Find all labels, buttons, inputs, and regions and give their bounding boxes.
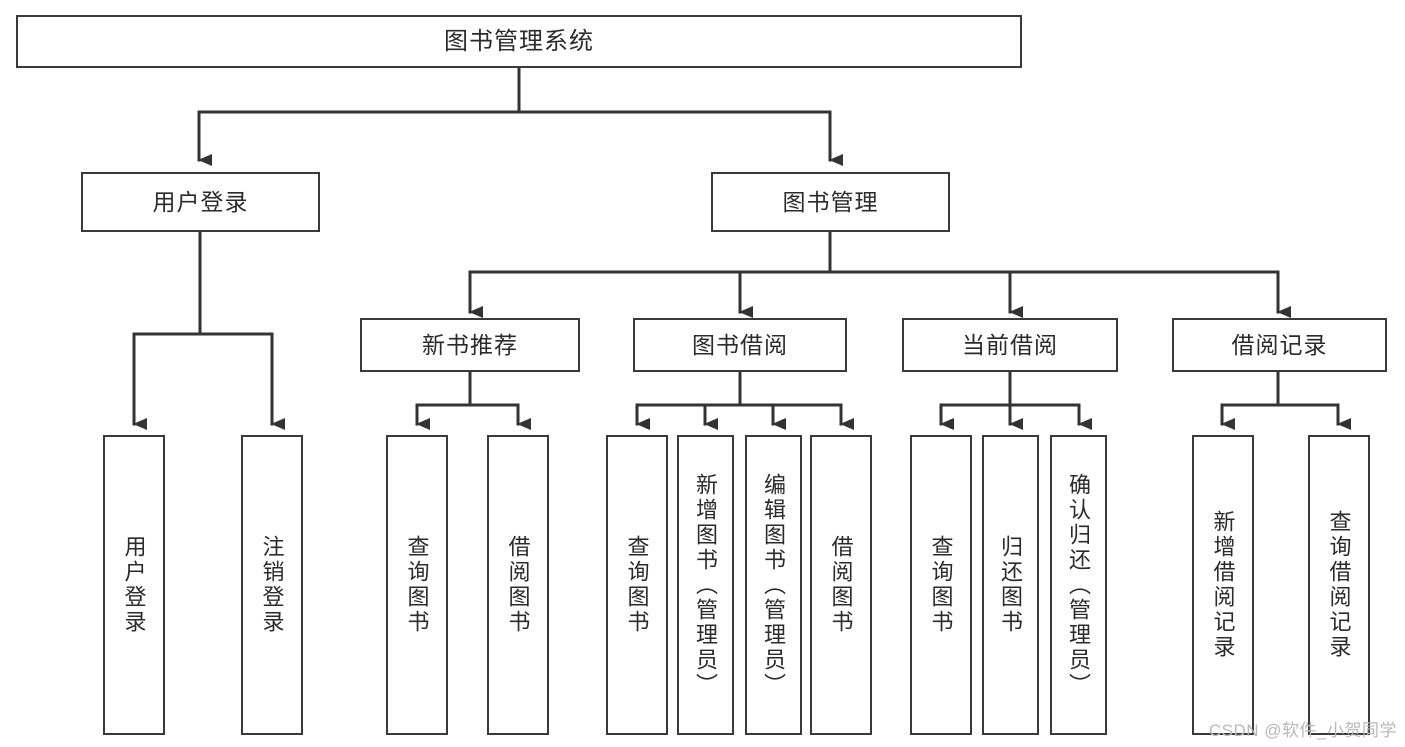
node-label: 图书借阅 (692, 331, 788, 358)
node-root-book-management-system[interactable]: 图书管理系统 (16, 15, 1022, 68)
node-label: 查询借阅记录 (1326, 510, 1352, 660)
node-label: 借阅图书 (828, 535, 854, 635)
node-label: 查询图书 (624, 535, 650, 635)
leaf-add-book-admin[interactable]: 新增图书（管理员） (677, 435, 734, 735)
node-user-login[interactable]: 用户登录 (81, 172, 320, 232)
node-label: 图书管理系统 (444, 27, 594, 55)
node-label: 当前借阅 (962, 331, 1058, 358)
node-label: 新增图书（管理员） (693, 472, 719, 698)
node-current-borrow[interactable]: 当前借阅 (902, 318, 1118, 372)
node-label: 用户登录 (152, 188, 249, 215)
leaf-return-book[interactable]: 归还图书 (982, 435, 1039, 735)
leaf-edit-book-admin[interactable]: 编辑图书（管理员） (745, 435, 802, 735)
node-label: 图书管理 (782, 188, 879, 215)
node-borrow-record[interactable]: 借阅记录 (1172, 318, 1387, 372)
leaf-query-borrow-record[interactable]: 查询借阅记录 (1308, 435, 1370, 735)
node-book-management[interactable]: 图书管理 (711, 172, 950, 232)
leaf-confirm-return-admin[interactable]: 确认归还（管理员） (1050, 435, 1107, 735)
node-book-borrow[interactable]: 图书借阅 (633, 318, 847, 372)
node-label: 归还图书 (998, 535, 1024, 635)
leaf-borrow-query-book[interactable]: 查询图书 (606, 435, 668, 735)
node-label: 编辑图书（管理员） (761, 472, 787, 698)
node-label: 查询图书 (404, 535, 430, 635)
node-label: 借阅记录 (1231, 331, 1328, 358)
node-label: 注销登录 (259, 535, 285, 635)
node-label: 新书推荐 (422, 331, 518, 358)
leaf-new-book-query[interactable]: 查询图书 (386, 435, 448, 735)
leaf-logout[interactable]: 注销登录 (241, 435, 303, 735)
watermark-text: CSDN @软件_小贺同学 (1208, 721, 1397, 740)
node-label: 新增借阅记录 (1210, 510, 1236, 660)
node-label: 确认归还（管理员） (1066, 472, 1092, 698)
node-new-book-recommend[interactable]: 新书推荐 (360, 318, 580, 372)
leaf-new-book-borrow[interactable]: 借阅图书 (487, 435, 549, 735)
node-label: 借阅图书 (505, 535, 531, 635)
node-label: 用户登录 (121, 535, 147, 635)
leaf-add-borrow-record[interactable]: 新增借阅记录 (1192, 435, 1254, 735)
leaf-borrow-book[interactable]: 借阅图书 (810, 435, 872, 735)
leaf-user-login[interactable]: 用户登录 (103, 435, 165, 735)
node-label: 查询图书 (928, 535, 954, 635)
leaf-current-query-book[interactable]: 查询图书 (910, 435, 972, 735)
